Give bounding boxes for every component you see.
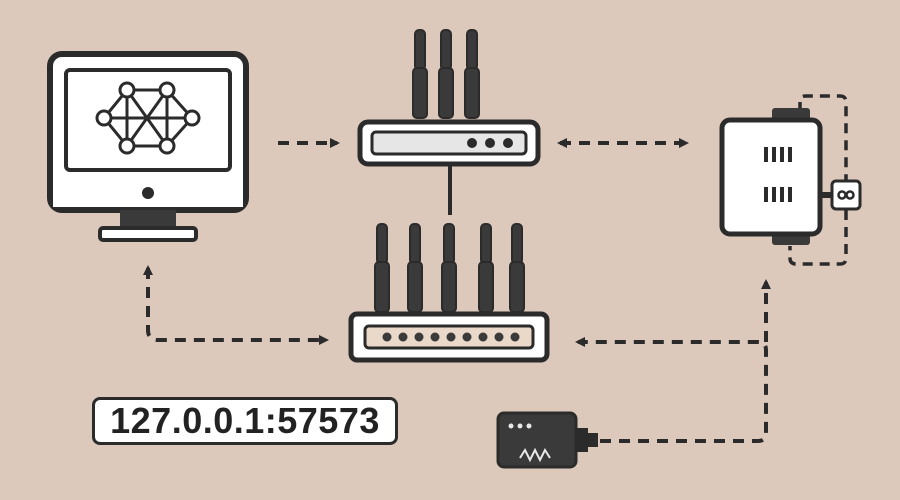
antennas xyxy=(412,29,480,119)
computer-icon xyxy=(47,51,249,242)
power-adapter-icon xyxy=(496,411,598,469)
server-icon xyxy=(719,94,862,266)
connections xyxy=(143,138,771,443)
router-top-icon xyxy=(357,29,541,167)
connection-router-bottom-computer xyxy=(143,265,329,345)
antennas xyxy=(374,223,525,313)
network-graph-icon xyxy=(95,81,201,155)
router-bottom-icon xyxy=(348,223,550,363)
connection-adapter-hub xyxy=(575,337,768,443)
address-label: 127.0.0.1:57573 xyxy=(92,397,398,445)
